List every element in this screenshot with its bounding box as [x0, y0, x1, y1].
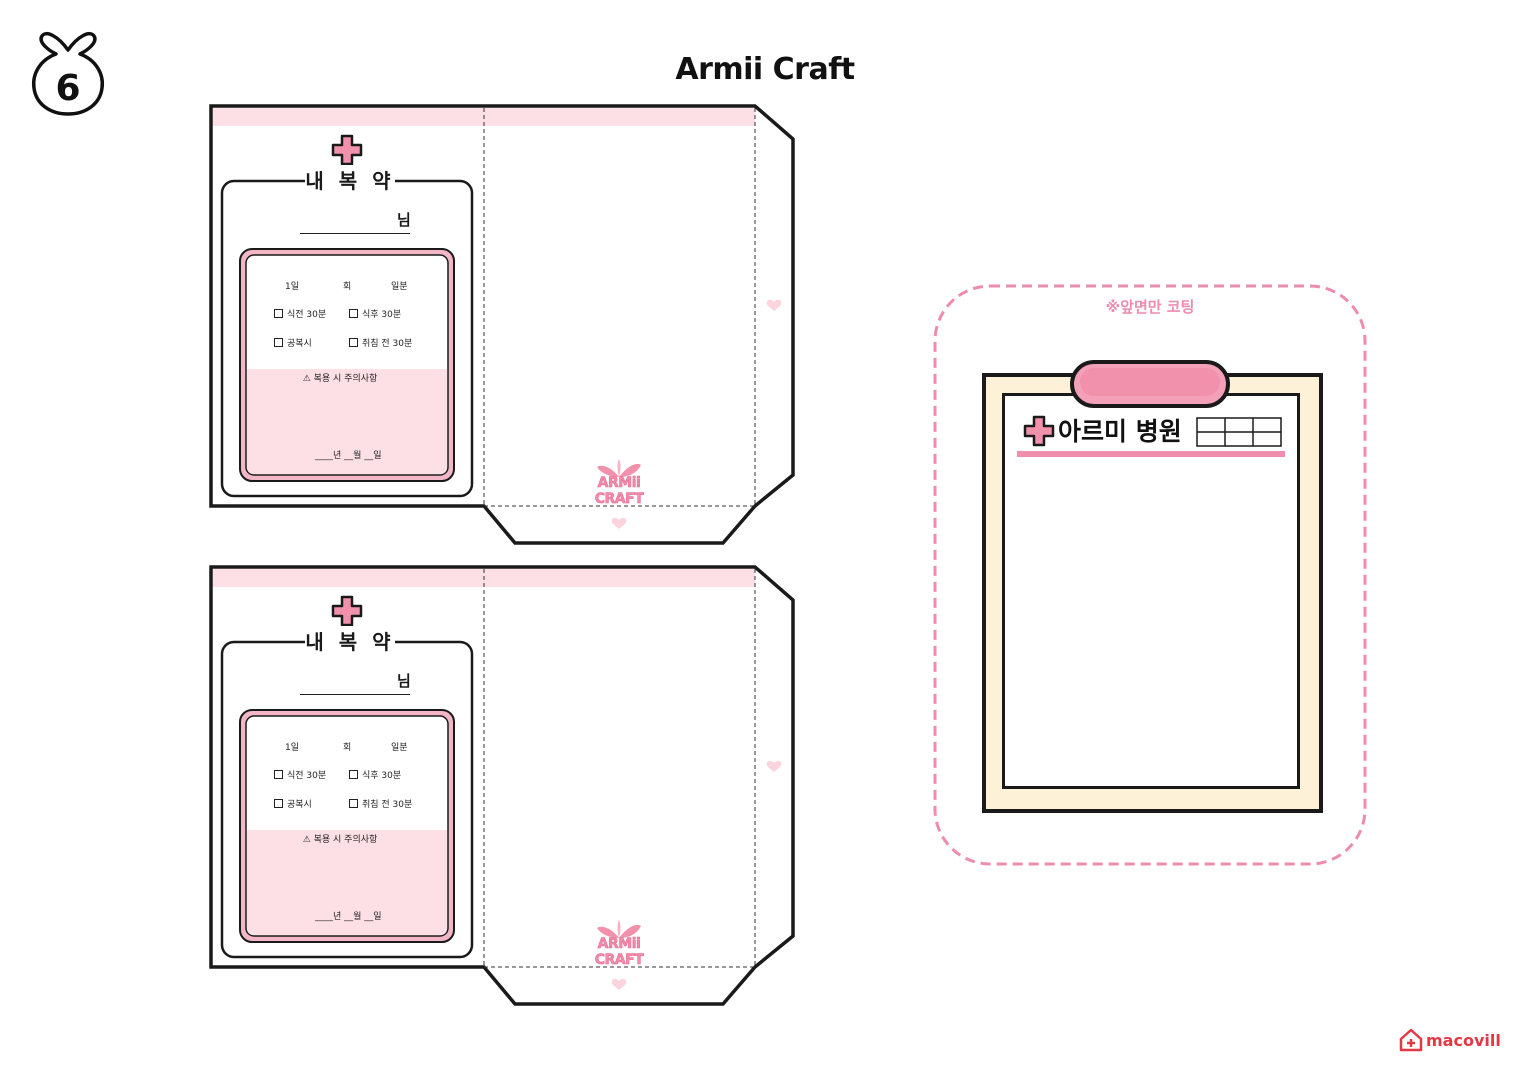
- name-suffix: 님: [397, 211, 411, 229]
- patient-name-field[interactable]: [300, 674, 410, 695]
- heart-icon: [611, 978, 627, 990]
- heart-icon: [766, 299, 782, 311]
- brand-logo-text: ARMii CRAFT: [594, 936, 644, 969]
- medical-cross-icon: [331, 595, 363, 627]
- envelope-outline: [209, 104, 795, 545]
- hospital-name: 아르미 병원: [1058, 417, 1182, 446]
- dose-times: 회: [343, 743, 352, 753]
- medical-cross-icon: [1023, 415, 1055, 447]
- envelope-outline: [209, 565, 795, 1006]
- stamp-grid: [1196, 417, 1282, 447]
- option-before-meal[interactable]: 식전 30분: [274, 307, 326, 320]
- date-field[interactable]: ____년 __월 __일: [315, 451, 382, 461]
- laminate-note: ※앞면만 코팅: [1105, 298, 1195, 316]
- bunny-ears-icon: [597, 459, 641, 477]
- medicine-envelope: 내 복 약 님 1일 회 일분 식전 30분 식후 30분 공복시 취침 전 3…: [205, 564, 805, 1014]
- dose-day: 1일: [285, 743, 300, 753]
- page-number: 6: [55, 68, 81, 109]
- page-title: Armii Craft: [675, 52, 855, 87]
- caution-label: ⚠ 복용 시 주의사항: [302, 374, 378, 384]
- dose-day: 1일: [285, 282, 300, 292]
- option-after-meal[interactable]: 식후 30분: [349, 768, 401, 781]
- dose-portion: 일분: [391, 282, 408, 292]
- armii-craft-logo: ARMii CRAFT: [577, 916, 661, 968]
- hospital-underline: [1017, 451, 1285, 457]
- armii-craft-logo: ARMii CRAFT: [577, 455, 661, 507]
- name-suffix: 님: [397, 672, 411, 690]
- envelope-label: 내 복 약: [305, 626, 395, 655]
- option-empty-stomach[interactable]: 공복시: [274, 797, 312, 810]
- heart-icon: [611, 517, 627, 529]
- medical-cross-icon: [331, 134, 363, 166]
- heart-icon: [766, 760, 782, 772]
- page-number-badge: 6: [28, 28, 108, 116]
- medicine-envelope: 내 복 약 님 1일 회 일분 식전 30분 식후 30분 공복시 취침 전 3…: [205, 103, 805, 553]
- option-empty-stomach[interactable]: 공복시: [274, 336, 312, 349]
- caution-label: ⚠ 복용 시 주의사항: [302, 835, 378, 845]
- option-after-meal[interactable]: 식후 30분: [349, 307, 401, 320]
- macovill-house-icon: [1399, 1028, 1423, 1052]
- bunny-ears-icon: [597, 920, 641, 938]
- dose-times: 회: [343, 282, 352, 292]
- patient-name-field[interactable]: [300, 213, 410, 234]
- envelope-label: 내 복 약: [305, 165, 395, 194]
- option-before-sleep[interactable]: 취침 전 30분: [349, 336, 412, 349]
- macovill-text: macovill: [1426, 1031, 1501, 1050]
- clipboard-paper: [1002, 393, 1300, 789]
- macovill-logo: macovill: [1398, 1027, 1503, 1057]
- cut-line-dashed: [933, 284, 1367, 866]
- date-field[interactable]: ____년 __월 __일: [315, 912, 382, 922]
- brand-logo-text: ARMii CRAFT: [594, 475, 644, 508]
- bunny-outline-icon: [31, 31, 105, 116]
- option-before-sleep[interactable]: 취침 전 30분: [349, 797, 412, 810]
- clipboard-clip-highlight: [1080, 368, 1220, 396]
- dose-portion: 일분: [391, 743, 408, 753]
- option-before-meal[interactable]: 식전 30분: [274, 768, 326, 781]
